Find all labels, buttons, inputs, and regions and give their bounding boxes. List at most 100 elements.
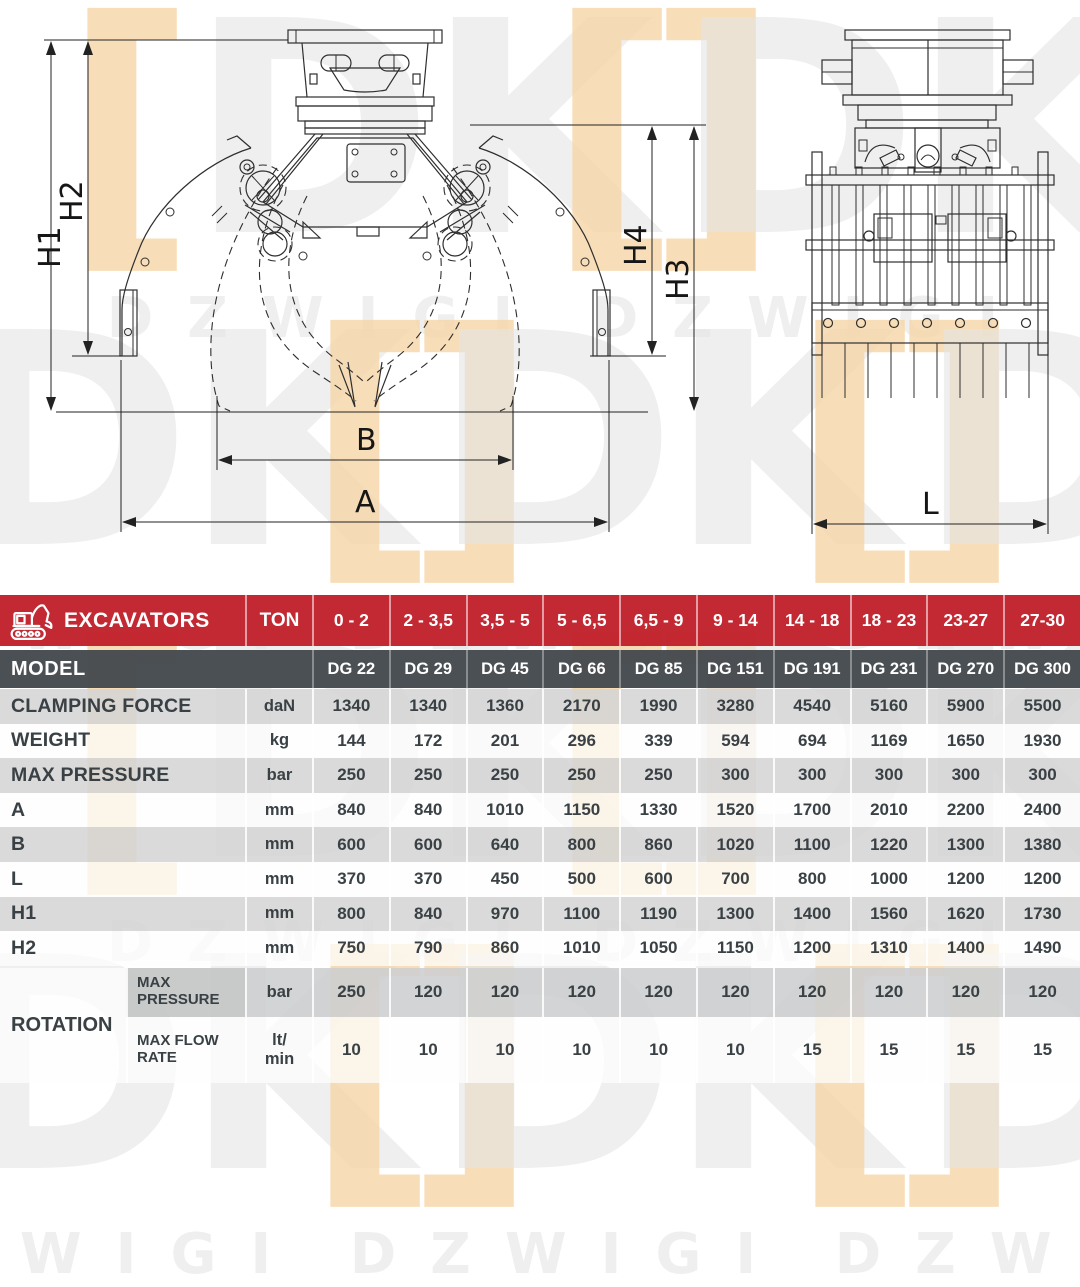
dim-label-h1: H1 — [33, 226, 68, 268]
spec-value-cell: 2400 — [1003, 792, 1080, 828]
spec-value-cell: 1990 — [619, 689, 696, 724]
spec-value-cell: 970 — [465, 896, 543, 932]
model-cell: DG 231 — [849, 650, 927, 688]
spec-value-cell: 1400 — [772, 896, 850, 932]
rotation-value-cell: 120 — [388, 967, 466, 1017]
spec-value-cell: 840 — [388, 792, 466, 828]
ton-column-header: TON — [245, 595, 312, 646]
rotation-value-cell: 250 — [312, 967, 389, 1017]
watermark-word: DZWIGI — [349, 1221, 791, 1287]
spec-value-cell: 840 — [388, 896, 466, 932]
spec-value-cell: 1010 — [465, 792, 543, 828]
spec-row-unit: mm — [245, 931, 312, 966]
ton-range-cell: 14 - 18 — [772, 595, 850, 646]
spec-value-cell: 2200 — [926, 792, 1003, 828]
spec-value-cell: 296 — [542, 723, 619, 759]
rotation-value-cell: 15 — [772, 1016, 850, 1083]
spec-value-cell: 300 — [926, 758, 1003, 793]
model-cell: DG 66 — [542, 650, 619, 688]
spec-value-cell: 1190 — [619, 896, 696, 932]
dim-label-b: B — [356, 423, 377, 458]
spec-value-cell: 1560 — [849, 896, 927, 932]
dim-label-h2: H2 — [55, 180, 90, 222]
spec-value-cell: 1000 — [849, 861, 927, 897]
spec-value-cell: 201 — [465, 723, 543, 759]
ton-range-cell: 9 - 14 — [695, 595, 773, 646]
ton-range-cell: 5 - 6,5 — [542, 595, 619, 646]
spec-value-cell: 1360 — [465, 689, 543, 724]
spec-value-cell: 800 — [772, 861, 850, 897]
rotation-value-cell: 15 — [849, 1016, 927, 1083]
model-row-label: MODEL — [11, 657, 86, 680]
rotation-subrow-label: MAX PRESSURE — [126, 967, 245, 1017]
spec-value-cell: 3280 — [695, 689, 773, 724]
spec-value-cell: 300 — [772, 758, 850, 793]
rotation-label: ROTATION — [0, 967, 126, 1083]
rotation-value-cell: 10 — [388, 1016, 466, 1083]
spec-value-cell: 860 — [465, 931, 543, 966]
spec-value-cell: 700 — [695, 861, 773, 897]
spec-row-label: H2 — [11, 936, 37, 959]
spec-value-cell: 1300 — [926, 827, 1003, 862]
spec-value-cell: 1310 — [849, 931, 927, 966]
spec-value-cell: 5500 — [1003, 689, 1080, 724]
spec-value-cell: 300 — [1003, 758, 1080, 793]
spec-row-label: B — [11, 833, 26, 856]
spec-value-cell: 1300 — [695, 896, 773, 932]
rotation-value-cell: 10 — [696, 1016, 773, 1083]
ton-range-cell: 2 - 3,5 — [388, 595, 466, 646]
spec-row-label: MAX PRESSURE — [11, 763, 170, 786]
ton-range-value: 2 - 3,5 — [403, 610, 453, 630]
spec-value-cell: 1380 — [1003, 827, 1080, 862]
spec-value-cell: 250 — [619, 758, 696, 793]
rotation-value-cell: 120 — [696, 967, 773, 1017]
spec-row-label: L — [11, 867, 24, 890]
ton-range-value: 23-27 — [943, 610, 989, 630]
rotation-subrow-unit: lt/ min — [245, 1016, 312, 1083]
rotation-value-cell: 120 — [619, 967, 696, 1017]
ton-range-value: 9 - 14 — [713, 610, 758, 630]
rotation-value-cell: 10 — [312, 1016, 389, 1083]
ton-range-value: 6,5 - 9 — [633, 610, 684, 630]
ton-range-cell: 27-30 — [1003, 595, 1080, 646]
spec-value-cell: 1340 — [312, 689, 389, 724]
ton-range-value: 5 - 6,5 — [556, 610, 607, 630]
spec-value-cell: 1200 — [1003, 861, 1080, 897]
ton-range-cell: 3,5 - 5 — [465, 595, 543, 646]
spec-value-cell: 860 — [619, 827, 696, 862]
dim-label-a: A — [355, 485, 376, 520]
spec-value-cell: 1340 — [388, 689, 466, 724]
spec-value-cell: 1650 — [926, 723, 1003, 759]
spec-value-cell: 250 — [465, 758, 543, 793]
spec-value-cell: 800 — [312, 896, 389, 932]
rotation-subrow-label-text: MAX FLOW RATE — [137, 1031, 219, 1066]
rotation-subrow-label-text: MAX PRESSURE — [137, 974, 220, 1009]
dim-label-h3: H3 — [661, 258, 696, 300]
rotation-subrow-unit: bar — [245, 967, 312, 1017]
spec-value-cell: 800 — [542, 827, 619, 862]
model-cell: DG 191 — [772, 650, 850, 688]
spec-value-cell: 5160 — [849, 689, 927, 724]
spec-row-unit: mm — [245, 861, 312, 897]
spec-value-cell: 500 — [542, 861, 619, 897]
spec-value-cell: 1100 — [542, 896, 619, 932]
spec-value-cell: 1169 — [849, 723, 927, 759]
spec-value-cell: 1520 — [695, 792, 773, 828]
rotation-value-cell: 120 — [849, 967, 927, 1017]
spec-row-unit: bar — [245, 758, 312, 793]
rotation-value-cell: 120 — [1003, 967, 1080, 1017]
rotation-value-cell: 15 — [926, 1016, 1004, 1083]
rotation-value-cell: 120 — [926, 967, 1004, 1017]
spec-value-cell: 600 — [388, 827, 466, 862]
